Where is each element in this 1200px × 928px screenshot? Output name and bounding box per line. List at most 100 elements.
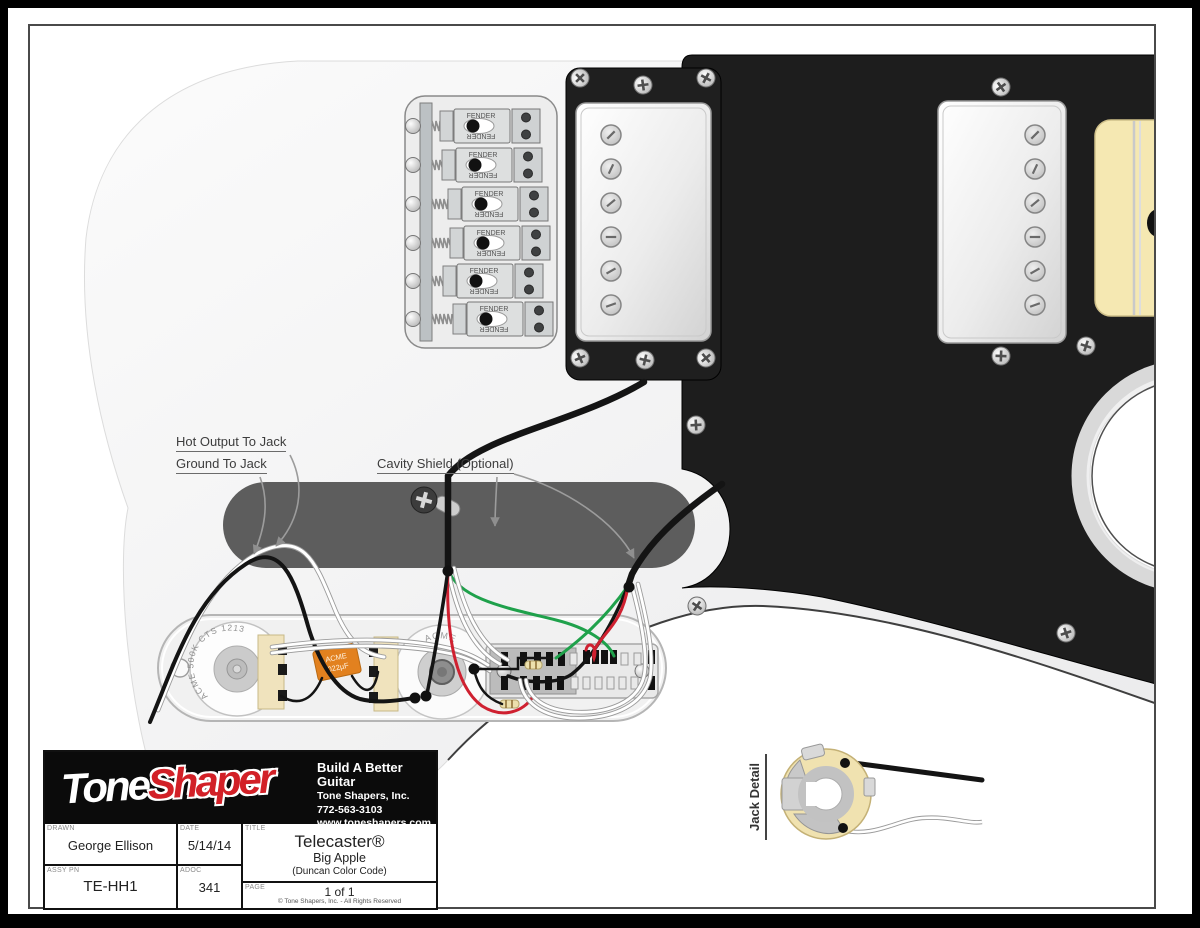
phillips-screw-icon	[686, 415, 706, 435]
phillips-screw-icon	[696, 68, 716, 88]
phillips-screw-icon	[696, 348, 716, 368]
volume-pot: ACME 500K CTS 1213	[185, 621, 285, 717]
phillips-screw-icon	[570, 68, 590, 88]
switch-lug-empty	[594, 676, 603, 690]
title-block: ToneShaper Build A Better Guitar Tone Sh…	[43, 750, 438, 910]
capacitor-value: 022µF	[327, 661, 350, 674]
solder-joint	[420, 690, 432, 702]
switch-lug	[648, 676, 655, 690]
pole-screw-icon	[600, 260, 622, 282]
pole-screw-icon	[1024, 294, 1046, 316]
solder-joint	[468, 663, 480, 675]
drawing-border	[28, 24, 1156, 909]
jack-detail-graphic	[780, 743, 985, 840]
bridge-saddle: FENDER FENDER	[405, 186, 549, 222]
pole-screw-icon	[1024, 158, 1046, 180]
cap-lead	[279, 676, 324, 703]
bridge-saddle: FENDER FENDER	[405, 108, 541, 144]
wiring	[148, 378, 726, 724]
switch-lug-empty	[569, 652, 578, 666]
field-adoc: ADOC 341	[178, 866, 243, 908]
jack-ground-wire	[148, 555, 416, 724]
solder-joint	[409, 692, 421, 704]
switch-lug-empty	[582, 676, 591, 690]
company-info: Build A Better Guitar Tone Shapers, Inc.…	[317, 761, 436, 831]
label-hot-output: Hot Output To Jack	[176, 434, 287, 452]
red-wire	[446, 568, 534, 715]
saddle-brand-text-flipped: FENDER	[475, 210, 504, 217]
bridge-saddle: FENDER FENDER	[405, 225, 551, 261]
logo-bar: ToneShaper Build A Better Guitar Tone Sh…	[45, 752, 436, 829]
jack-hot-lug	[840, 758, 850, 768]
company-name: Tone Shapers, Inc.	[317, 790, 410, 802]
resistor	[524, 660, 543, 670]
neck-fingerboard	[1094, 119, 1154, 317]
plate-white-wire	[270, 644, 492, 673]
black-wire	[506, 584, 630, 684]
white-wire	[518, 582, 653, 720]
pole-screw-icon	[600, 294, 622, 316]
page-background: FENDER FENDER FENDER FENDER FENDER FENDER FEND…	[8, 8, 1192, 914]
saddle-brand-text: FENDER	[470, 268, 499, 275]
leader-line	[490, 476, 500, 527]
cap-lead	[350, 670, 380, 691]
switch-lug	[601, 650, 608, 664]
saddle-brand-text-flipped: FENDER	[467, 132, 496, 139]
saddle-brand-text: FENDER	[467, 113, 496, 120]
toneshaper-logo: ToneShaper	[60, 755, 273, 814]
cavity-shield	[223, 482, 695, 568]
jack-ground-lug	[838, 823, 848, 833]
white-wire	[524, 584, 647, 714]
pickup-selector-switch	[485, 643, 659, 699]
bridge-saddle: FENDER FENDER	[405, 301, 554, 337]
phillips-screw-icon	[1056, 623, 1076, 643]
tone-lug-strip	[369, 636, 399, 712]
saddle-brand-text: FENDER	[480, 306, 509, 313]
phone-number: 772-563-3103	[317, 803, 383, 816]
neck-humbucker	[937, 100, 1067, 344]
white-wire	[446, 568, 502, 666]
pole-screw-icon	[1024, 260, 1046, 282]
switch-lug	[501, 676, 508, 690]
switch-lug	[583, 650, 590, 664]
phillips-screw-icon	[633, 75, 653, 95]
truss-rod-hole	[1147, 209, 1154, 237]
capacitor-brand: ACME	[325, 651, 348, 664]
solder-joint	[442, 565, 454, 577]
label-leader-lines	[252, 454, 635, 559]
black-wire	[425, 568, 450, 696]
title-block-grid: DRAWN George Ellison DATE 5/14/14 TITLE …	[45, 824, 436, 908]
pole-screw-icon	[600, 158, 622, 180]
switch-lug	[557, 676, 564, 690]
pole-screw-icon	[600, 124, 622, 146]
saddle-brand-text: FENDER	[475, 191, 504, 198]
wiring-diagram: FENDER FENDER FENDER FENDER FENDER FENDER FEND…	[83, 54, 1154, 840]
phillips-screw-icon	[570, 348, 590, 368]
bridge-humbucker	[565, 67, 722, 381]
logo-shaper: Shaper	[146, 754, 274, 808]
phillips-screw-icon	[991, 77, 1011, 97]
field-title: TITLE Telecaster® Big Apple (Duncan Colo…	[243, 824, 436, 883]
tagline: Build A Better Guitar	[317, 760, 403, 789]
leader-line	[275, 454, 300, 547]
saddle-brand-text: FENDER	[477, 230, 506, 237]
field-drawn: DRAWN George Ellison	[45, 824, 178, 866]
label-jack-detail: Jack Detail	[747, 754, 767, 840]
pole-screw-icon	[1024, 226, 1046, 248]
saddle-brand-text-flipped: FENDER	[480, 325, 509, 332]
white-wire	[452, 566, 510, 662]
jack-hot-wire	[843, 759, 985, 783]
phillips-screw-icon	[991, 346, 1011, 366]
saddle-brand-text-flipped: FENDER	[477, 249, 506, 256]
field-page: PAGE 1 of 1 © Tone Shapers, Inc. - All R…	[243, 883, 436, 908]
copyright: © Tone Shapers, Inc. - All Rights Reserv…	[277, 898, 402, 905]
logo-tone: Tone	[59, 761, 149, 813]
switch-lug-empty	[606, 676, 615, 690]
saddle-brand-text: FENDER	[469, 152, 498, 159]
switch-lug-empty	[633, 652, 642, 666]
switch-lug-empty	[570, 676, 579, 690]
phillips-screw-icon	[635, 350, 655, 370]
red-wire	[584, 584, 630, 663]
